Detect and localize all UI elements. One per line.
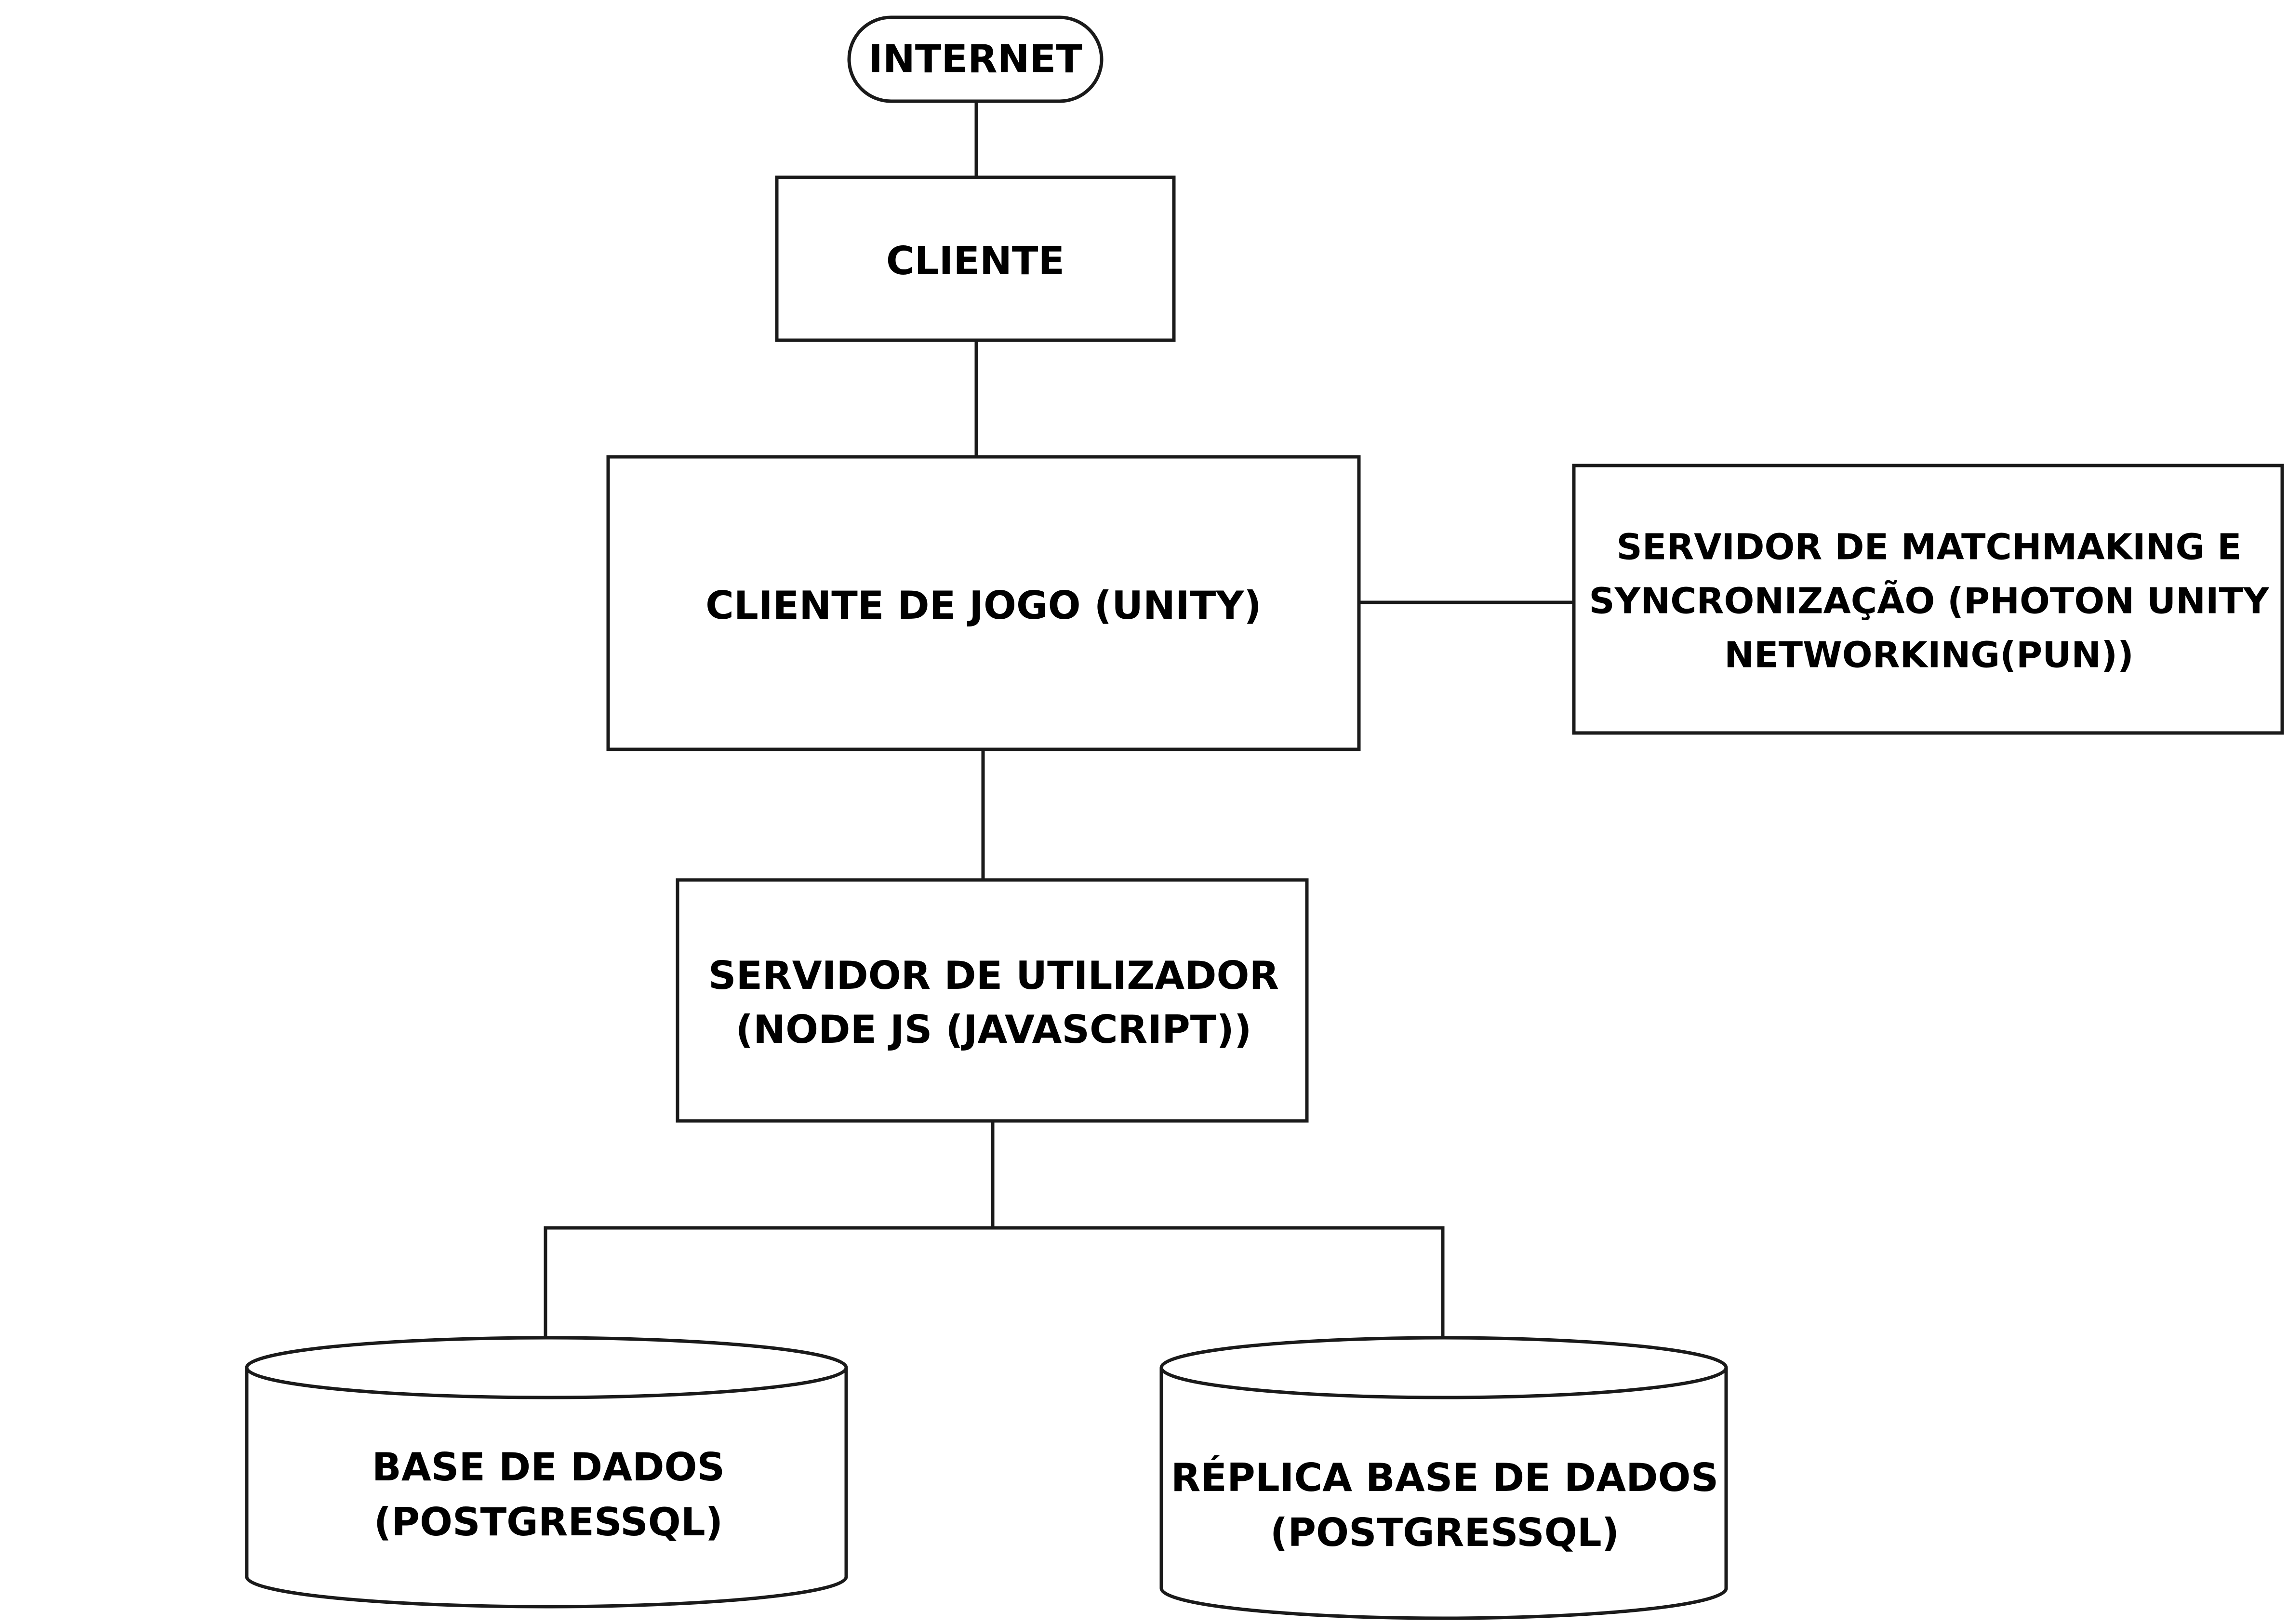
cliente-jogo-box: [606, 455, 1361, 751]
cliente-node: CLIENTE: [775, 175, 1176, 342]
servidor-utilizador-node: SERVIDOR DE UTILIZADOR (NODE JS (JAVASCR…: [676, 878, 1309, 1123]
replica-cylinder-body: [1159, 1368, 1728, 1620]
servidor-matchmaking-label-line3: NETWORKING(PUN)): [1724, 635, 2134, 676]
servidor-utilizador-label-line2: (NODE JS (JAVASCRIPT)): [736, 1007, 1252, 1052]
internet-node: INTERNET: [847, 15, 1104, 103]
replica-label-line1: RÉPLICA BASE DE DADOS: [1171, 1455, 1718, 1500]
cliente-box: [775, 175, 1176, 342]
base-dados-node: BASE DE DADOS (POSTGRESSQL): [245, 1336, 848, 1609]
connectors: [544, 99, 1576, 1339]
base-dados-label-line1: BASE DE DADOS: [372, 1445, 725, 1490]
servidor-utilizador-box: [676, 878, 1309, 1123]
replica-label-line2: (POSTGRESSQL): [1270, 1510, 1620, 1555]
base-dados-cylinder-body: [245, 1368, 848, 1609]
cliente-jogo-label: CLIENTE DE JOGO (UNITY): [705, 583, 1262, 628]
replica-cylinder-top: [1159, 1336, 1728, 1399]
servidor-matchmaking-node: SERVIDOR DE MATCHMAKING E SYNCRONIZAÇÃO …: [1572, 464, 2284, 735]
cliente-jogo-node: CLIENTE DE JOGO (UNITY): [606, 455, 1361, 751]
internet-pill: [847, 15, 1104, 103]
servidor-matchmaking-label-line2: SYNCRONIZAÇÃO (PHOTON UNITY: [1589, 580, 2270, 622]
servidor-utilizador-label-line1: SERVIDOR DE UTILIZADOR: [708, 953, 1279, 998]
base-dados-label-line2: (POSTGRESSQL): [374, 1500, 723, 1544]
cliente-label: CLIENTE: [886, 239, 1064, 283]
servidor-matchmaking-box: [1572, 464, 2284, 735]
replica-base-dados-node: RÉPLICA BASE DE DADOS (POSTGRESSQL): [1159, 1336, 1728, 1620]
internet-label: INTERNET: [868, 37, 1082, 81]
servidor-matchmaking-label-line1: SERVIDOR DE MATCHMAKING E: [1616, 527, 2241, 568]
base-dados-cylinder-top: [245, 1336, 848, 1399]
